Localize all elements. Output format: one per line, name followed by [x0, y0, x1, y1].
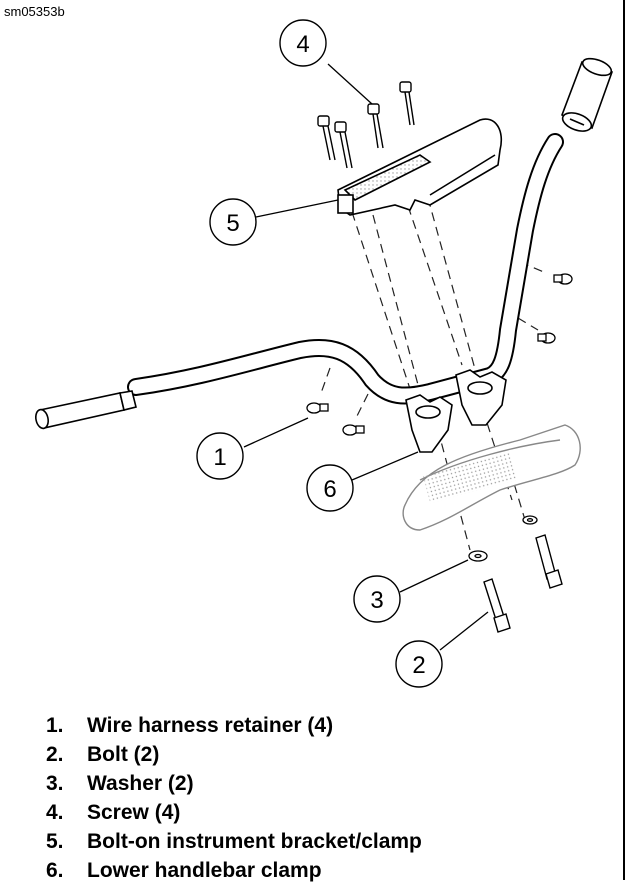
- handlebar: [127, 133, 564, 405]
- callout-4: 4: [279, 19, 327, 67]
- legend-label: Wire harness retainer (4): [87, 714, 334, 737]
- callout-2: 2: [395, 640, 443, 688]
- svg-text:2: 2: [412, 652, 425, 679]
- legend-item: 1. Wire harness retainer (4): [46, 711, 422, 740]
- wire-harness-retainers: [306, 273, 573, 436]
- frame-border: [623, 0, 625, 880]
- left-grip: [35, 390, 137, 430]
- right-grip: [560, 57, 614, 132]
- callout-6: 6: [306, 464, 354, 512]
- callout-5: 5: [209, 198, 257, 246]
- washers: [468, 515, 538, 562]
- callout-1: 1: [196, 432, 244, 480]
- legend-item: 2. Bolt (2): [46, 740, 422, 769]
- legend-number: 3.: [46, 772, 64, 795]
- callout-3: 3: [353, 575, 401, 623]
- screws: [317, 81, 415, 169]
- triple-clamp: [402, 424, 581, 531]
- legend-number: 4.: [46, 801, 64, 824]
- exploded-diagram: 4 5 1 6 3 2: [35, 19, 614, 688]
- legend-item: 6. Lower handlebar clamp: [46, 856, 422, 885]
- svg-text:1: 1: [213, 444, 226, 471]
- legend-label: Bolt (2): [87, 743, 160, 766]
- legend-item: 3. Washer (2): [46, 769, 422, 798]
- legend-number: 6.: [46, 859, 64, 882]
- legend-label: Washer (2): [87, 772, 194, 795]
- legend-label: Screw (4): [87, 801, 181, 824]
- legend-label: Bolt-on instrument bracket/clamp: [87, 830, 422, 853]
- legend-number: 5.: [46, 830, 64, 853]
- svg-text:3: 3: [370, 587, 383, 614]
- instrument-bracket: [337, 118, 502, 216]
- svg-text:6: 6: [323, 476, 336, 503]
- lower-clamps: [405, 369, 507, 453]
- parts-legend: 1. Wire harness retainer (4) 2. Bolt (2) 3…: [46, 711, 422, 885]
- svg-text:5: 5: [226, 210, 239, 237]
- bolts: [483, 534, 563, 633]
- legend-number: 1.: [46, 714, 64, 737]
- legend-number: 2.: [46, 743, 64, 766]
- leader-lines: [243, 63, 489, 651]
- legend-item: 5. Bolt-on instrument bracket/clamp: [46, 827, 422, 856]
- legend-item: 4. Screw (4): [46, 798, 422, 827]
- figure-id: sm05353b: [4, 4, 65, 19]
- svg-text:4: 4: [296, 31, 309, 58]
- legend-label: Lower handlebar clamp: [87, 859, 322, 882]
